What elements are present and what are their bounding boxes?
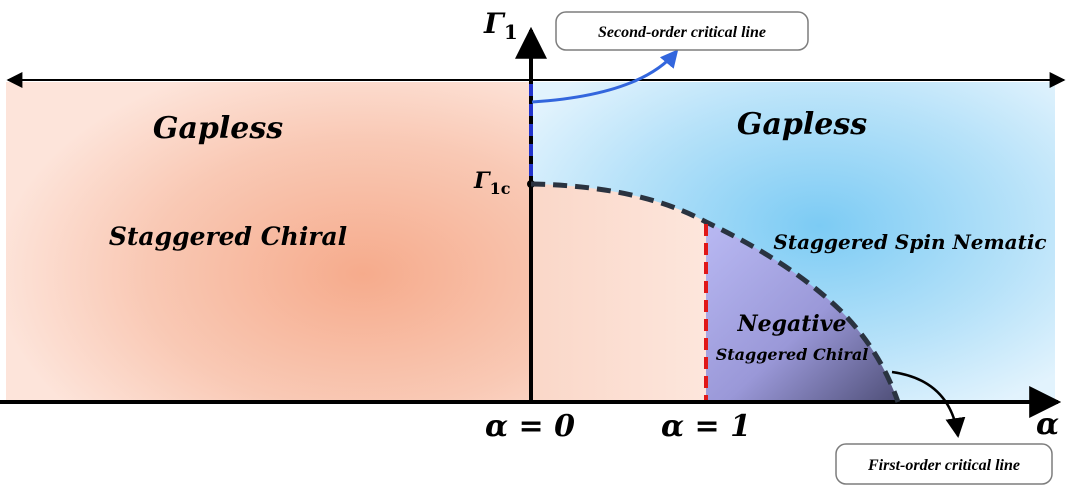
right-phase-label: Staggered Spin Nematic [773, 230, 1046, 254]
critical-value-label: Γ1c [473, 168, 511, 198]
y-axis-subscript: 1 [504, 20, 518, 44]
left-region [6, 82, 531, 402]
tick-alpha-0: α = 0 [485, 409, 575, 444]
second-order-callout-arrow [531, 49, 679, 104]
first-order-callout-arrow [891, 370, 966, 438]
right-gapless-label: Gapless [737, 107, 867, 142]
y-axis-label: Γ1 [483, 7, 518, 44]
negative-label-line2: Staggered Chiral [716, 345, 869, 364]
x-axis-label: α [1036, 407, 1059, 442]
critical-symbol: Γ [473, 168, 491, 194]
left-gapless-label: Gapless [153, 111, 283, 146]
first-order-callout-label: First-order critical line [867, 457, 1020, 474]
negative-chiral-region [706, 222, 898, 402]
left-phase-label: Staggered Chiral [109, 222, 347, 251]
y-axis-symbol: Γ [483, 7, 506, 40]
tick-alpha-1: α = 1 [661, 409, 751, 444]
first-order-line [530, 181, 901, 403]
second-order-callout-box [555, 11, 809, 51]
negative-label-line1: Negative [736, 311, 846, 337]
lower-middle-region [531, 184, 706, 402]
second-order-callout-label: Second-order critical line [598, 24, 766, 41]
critical-subscript: 1c [490, 179, 511, 198]
first-order-callout-box [835, 443, 1053, 485]
